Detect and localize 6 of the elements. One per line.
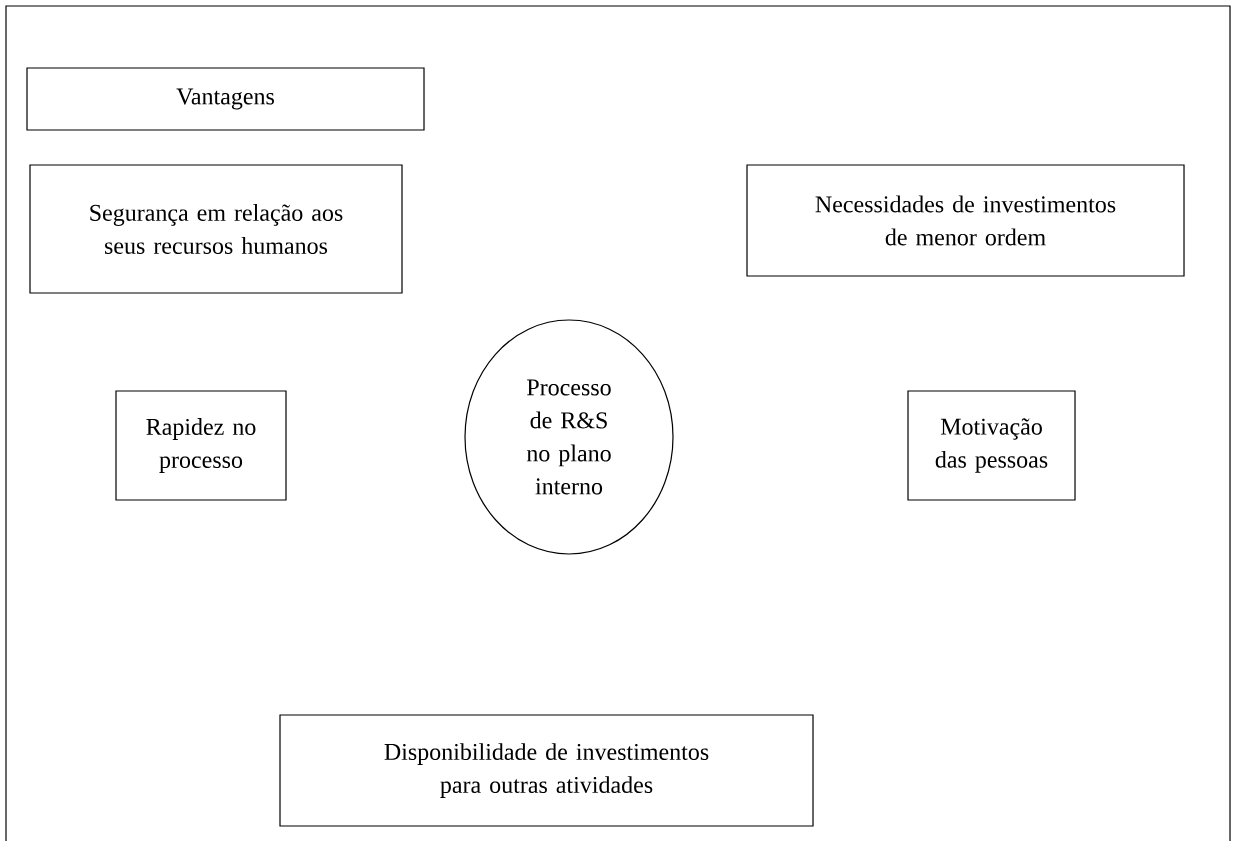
text-box: Motivação das pessoas xyxy=(907,390,1076,501)
text-box: Disponibilidade de investimentos para outras atividades xyxy=(279,714,814,827)
text-box: Rapidez no processo xyxy=(115,390,287,501)
text-box: Necessidades de investimentos de menor ordem xyxy=(746,164,1185,277)
text-box: Segurança em relação aos seus recursos humanos xyxy=(29,164,403,294)
heading-box: Vantagens xyxy=(26,67,425,131)
